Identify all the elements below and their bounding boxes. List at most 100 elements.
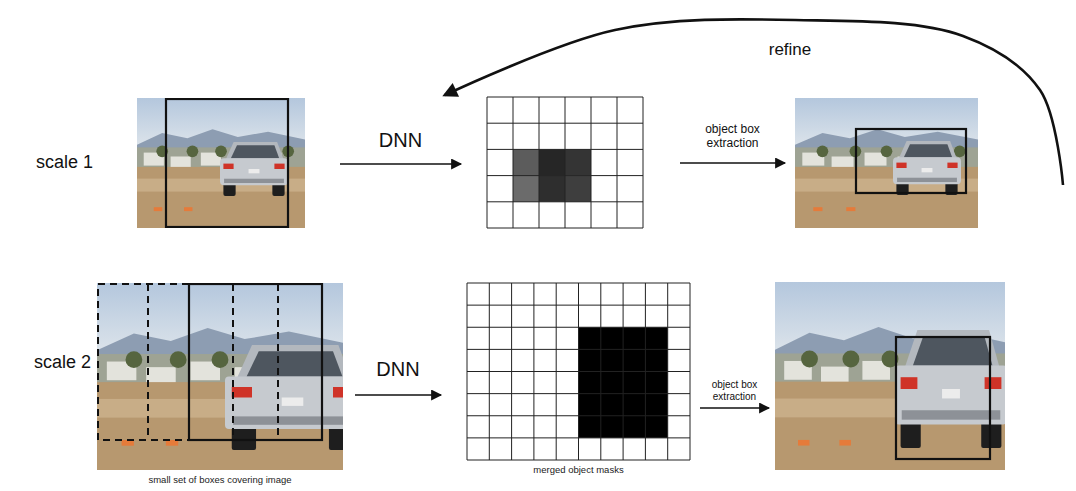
car-roof — [225, 142, 283, 160]
car-body — [893, 157, 961, 184]
mask-cell — [565, 149, 591, 175]
car-body — [225, 377, 343, 430]
candidate-box-dashed — [147, 284, 149, 440]
mask-cell — [539, 176, 565, 202]
car — [225, 345, 343, 450]
caption: small set of boxes covering image — [148, 474, 291, 485]
car-plate — [942, 389, 960, 398]
photo — [795, 98, 978, 228]
detection-box — [189, 284, 322, 440]
result-photo — [795, 98, 978, 228]
grid-line — [487, 149, 643, 150]
mask-grid — [487, 97, 643, 228]
tree — [170, 351, 187, 368]
detection-box — [896, 337, 990, 459]
grid-line — [487, 175, 643, 176]
car-tail-light — [333, 387, 343, 398]
grid-line — [591, 97, 592, 228]
grid-line — [467, 393, 690, 394]
grid-line — [539, 97, 540, 228]
orange-marker — [846, 207, 855, 211]
car-plate — [922, 168, 933, 172]
car-tail-light — [985, 377, 1002, 389]
input-photo — [137, 98, 305, 228]
detection-box — [856, 129, 966, 193]
car-plate — [282, 398, 304, 406]
result-photo — [775, 282, 1005, 470]
grid-line — [467, 283, 690, 284]
mask-grid — [467, 283, 690, 460]
row-label: scale 1 — [36, 152, 93, 173]
car-tail-light — [901, 377, 918, 389]
grid-line — [467, 460, 690, 461]
tree — [215, 145, 227, 157]
mask-grid — [487, 97, 643, 228]
tree — [125, 351, 142, 368]
grid-line — [467, 349, 690, 350]
car-roof — [236, 345, 343, 381]
tree — [842, 351, 859, 368]
flow-arrow — [355, 394, 441, 396]
car-bumper — [902, 410, 1001, 419]
orange-marker — [184, 207, 192, 211]
grid-line — [565, 97, 566, 228]
mask-cell — [513, 176, 539, 202]
grid-line — [643, 97, 644, 228]
mask-cell — [539, 149, 565, 175]
tree — [817, 145, 829, 157]
flow-arrow — [340, 163, 461, 165]
car-tail-light — [274, 164, 284, 169]
car — [220, 142, 288, 196]
orange-marker — [813, 207, 822, 211]
photo — [775, 282, 1005, 470]
grid-line — [487, 228, 643, 229]
photo — [137, 98, 305, 228]
candidate-box-dashed — [232, 284, 234, 440]
mask-grid: merged object masks — [467, 283, 690, 460]
grid-line — [467, 305, 690, 306]
car-tail-light — [223, 164, 233, 169]
orange-marker — [798, 440, 810, 446]
tree — [187, 145, 199, 157]
car-tail-light — [947, 163, 957, 168]
car — [895, 330, 1005, 448]
car — [893, 141, 961, 195]
grid-line — [513, 97, 514, 228]
grid-line — [467, 437, 690, 438]
arrow-label: object box extraction — [693, 123, 773, 151]
car-bumper — [897, 178, 957, 182]
detection-box — [166, 99, 288, 227]
car-window — [231, 145, 279, 158]
grid-line — [487, 123, 643, 124]
grid-line — [467, 415, 690, 416]
car-roof — [898, 141, 956, 159]
flow-arrow — [445, 19, 1063, 185]
photo — [97, 283, 343, 470]
grid-line — [487, 201, 643, 202]
car-tail-light — [232, 387, 252, 398]
tree — [954, 145, 966, 157]
caption: merged object masks — [533, 464, 623, 475]
car-bumper — [224, 179, 284, 183]
car-window — [913, 337, 993, 365]
car-body — [220, 158, 288, 185]
tree — [801, 351, 818, 368]
input-photo: small set of boxes covering image — [97, 283, 343, 470]
grid-line — [487, 97, 488, 228]
tree — [881, 145, 893, 157]
car-plate — [249, 169, 260, 173]
orange-marker — [154, 207, 162, 211]
car-window — [247, 351, 343, 376]
row-label: scale 2 — [34, 352, 91, 373]
grid-line — [487, 97, 643, 98]
arrow-label: DNN — [358, 358, 438, 381]
flow-arrow — [680, 162, 785, 164]
car-window — [904, 144, 952, 157]
arrow-label: DNN — [361, 129, 441, 152]
mask-cell — [565, 176, 591, 202]
orange-marker — [839, 440, 851, 446]
grid-line — [467, 327, 690, 328]
